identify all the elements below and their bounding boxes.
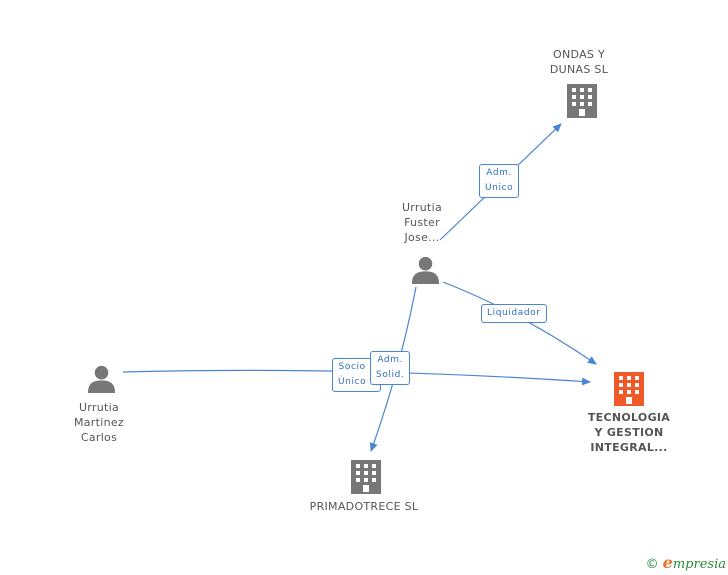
edge-label-line: Adm. [486,168,512,178]
edge-label-adm-solid: Adm. Solid. [370,351,411,385]
node-label-line: Jose... [404,231,440,244]
building-icon-primadotrece[interactable] [351,460,381,494]
node-label-primadotrece[interactable]: PRIMADOTRECE SL [299,499,429,514]
edge-label-line: Liquidador [487,308,541,318]
edge-label-line: Solid. [376,370,405,380]
person-icon-urrutia-fuster[interactable] [411,256,440,284]
node-label-line: Martinez [73,416,125,429]
brand-logo-text: mpresia [672,557,726,572]
copyright-icon: © [645,557,659,572]
edge-label-liquidador: Liquidador [481,304,547,323]
node-label-line: Urrutia [78,401,120,414]
edge-label-line: Único [338,377,367,387]
edge-liquidador [442,281,597,365]
node-label-urrutia-martinez[interactable]: Urrutia Martinez Carlos [59,400,139,445]
node-label-tecnologia[interactable]: TECNOLOGIA Y GESTION INTEGRAL... [574,410,684,455]
node-label-line: INTEGRAL... [590,441,668,454]
node-label-line: DUNAS SL [549,63,609,76]
node-label-line: PRIMADOTRECE SL [309,500,419,513]
edges [122,123,597,452]
node-label-line: Fuster [404,216,440,229]
node-label-line: ONDAS Y [553,48,605,61]
edge-label-line: Socio [338,362,366,372]
brand-footer: ©empresia [646,553,726,572]
building-icon-tecnologia[interactable] [614,372,644,406]
edge-label-adm-unico: Adm. Unico [479,164,520,198]
node-label-line: Urrutia [401,201,443,214]
node-label-line: Carlos [80,431,118,444]
edge-label-line: Adm. [377,355,404,365]
person-icon-urrutia-martinez[interactable] [87,365,116,393]
node-label-ondas[interactable]: ONDAS Y DUNAS SL [529,47,629,77]
edge-label-line: Unico [485,183,514,193]
node-label-urrutia-fuster[interactable]: Urrutia Fuster Jose... [382,200,462,245]
node-label-line: TECNOLOGIA [587,411,671,424]
brand-logo-e: e [662,553,673,572]
node-label-line: Y GESTION [594,426,664,439]
building-icon-ondas[interactable] [567,84,597,118]
